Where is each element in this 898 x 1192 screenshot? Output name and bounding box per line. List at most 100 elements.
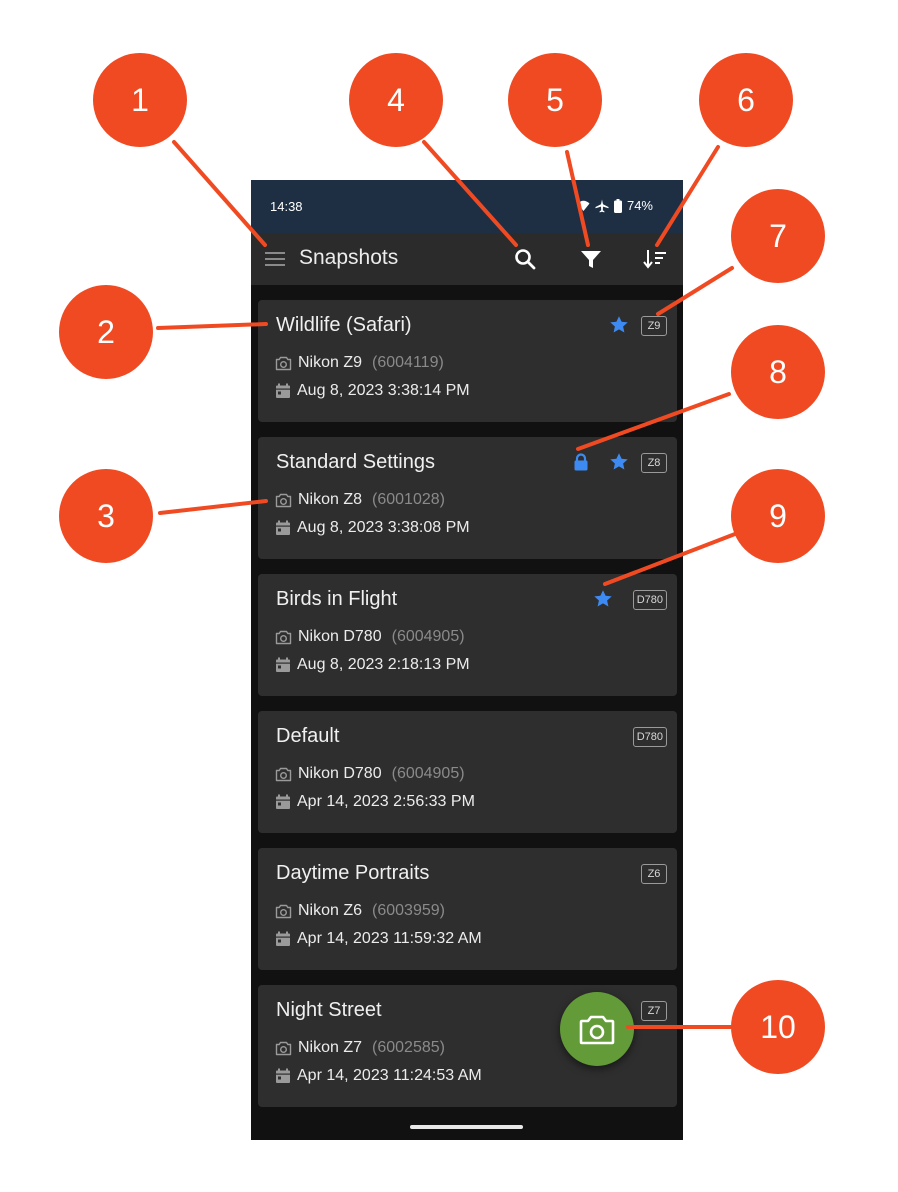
date-row: Apr 14, 2023 11:59:32 AM	[275, 930, 482, 948]
airplane-icon	[595, 199, 609, 212]
filter-icon[interactable]	[578, 246, 604, 272]
calendar-icon	[276, 383, 290, 398]
camera-icon	[275, 493, 292, 507]
callout-9: 9	[731, 469, 825, 563]
camera-icon	[275, 1041, 292, 1055]
callout-8: 8	[731, 325, 825, 419]
gesture-nav-handle[interactable]	[410, 1125, 523, 1129]
snapshot-title: Birds in Flight	[276, 588, 398, 610]
camera-row: Nikon Z9(6004119)	[275, 354, 444, 372]
callout-circle	[59, 285, 153, 379]
callout-line-8	[576, 392, 731, 451]
page-title: Snapshots	[299, 246, 399, 269]
calendar-icon	[276, 931, 290, 946]
camera-icon	[275, 904, 292, 918]
callout-7: 7	[731, 189, 825, 283]
camera-name: Nikon Z8	[298, 491, 363, 508]
callout-line-9	[603, 532, 737, 586]
snapshot-title: Default	[276, 725, 340, 747]
date-row: Aug 8, 2023 3:38:14 PM	[275, 382, 470, 400]
date-row: Apr 14, 2023 11:24:53 AM	[275, 1067, 482, 1085]
date-row: Aug 8, 2023 2:18:13 PM	[275, 656, 470, 674]
camera-serial: (6001028)	[372, 491, 445, 508]
snapshot-title: Wildlife (Safari)	[276, 314, 412, 336]
calendar-icon	[276, 520, 290, 535]
callout-5: 5	[508, 53, 602, 147]
camera-row: Nikon Z8 (6001028)	[275, 491, 445, 509]
snapshot-date: Apr 14, 2023 11:59:32 AM	[297, 930, 482, 947]
callout-line-3	[158, 499, 268, 515]
camera-icon	[275, 630, 292, 644]
callout-number: 7	[769, 218, 787, 254]
camera-serial: (6003959)	[372, 902, 445, 919]
new-snapshot-button[interactable]	[560, 992, 634, 1066]
callout-line-4	[422, 140, 518, 247]
camera-row: Nikon D780 (6004905)	[275, 765, 465, 783]
app-bar: Snapshots	[251, 233, 683, 285]
callout-line-2	[156, 322, 268, 330]
snapshot-title: Daytime Portraits	[276, 862, 430, 884]
callout-circle	[731, 980, 825, 1074]
camera-model-badge: D780	[632, 727, 667, 747]
camera-row: Nikon Z7 (6002585)	[275, 1039, 445, 1057]
snapshot-date: Apr 14, 2023 11:24:53 AM	[297, 1067, 482, 1084]
camera-serial: (6004905)	[391, 765, 465, 782]
callout-number: 8	[769, 354, 787, 390]
phone-screen: 14:38 74% Snapshots Wildlife	[251, 180, 683, 1140]
camera-model-badge: Z8	[641, 453, 667, 473]
snapshot-date: Aug 8, 2023 3:38:08 PM	[297, 519, 470, 536]
snapshot-date: Apr 14, 2023 2:56:33 PM	[297, 793, 475, 810]
search-icon[interactable]	[512, 246, 538, 272]
menu-icon[interactable]	[262, 246, 288, 272]
callout-line-6	[655, 145, 720, 247]
status-time: 14:38	[270, 199, 303, 214]
camera-model-badge: D780	[632, 590, 667, 610]
date-row: Aug 8, 2023 3:38:08 PM	[275, 519, 470, 537]
camera-serial: (6002585)	[372, 1039, 445, 1056]
callout-3: 3	[59, 469, 153, 563]
callout-number: 5	[546, 82, 564, 118]
callout-6: 6	[699, 53, 793, 147]
battery-icon	[613, 198, 622, 213]
callout-circle	[731, 325, 825, 419]
callout-number: 1	[131, 82, 149, 118]
callout-number: 2	[97, 314, 115, 350]
callout-number: 4	[387, 82, 405, 118]
callout-circle	[59, 469, 153, 563]
callout-circle	[731, 189, 825, 283]
callout-number: 9	[769, 498, 787, 534]
camera-name: Nikon D780	[298, 765, 382, 782]
snapshot-title: Night Street	[276, 999, 382, 1021]
callout-line-5	[565, 150, 590, 247]
calendar-icon	[276, 1068, 290, 1083]
camera-row: Nikon Z6 (6003959)	[275, 902, 445, 920]
callout-circle	[349, 53, 443, 147]
star-icon[interactable]	[593, 589, 613, 609]
camera-icon	[275, 356, 292, 370]
callout-circle	[731, 469, 825, 563]
callout-2: 2	[59, 285, 153, 379]
star-icon[interactable]	[609, 452, 629, 472]
camera-row: Nikon D780(6004905)	[275, 628, 465, 646]
sort-icon[interactable]	[642, 246, 668, 272]
camera-name: Nikon Z6	[298, 902, 363, 919]
camera-model-badge: Z6	[641, 864, 667, 884]
camera-icon	[579, 1015, 615, 1045]
lock-icon[interactable]	[571, 452, 591, 472]
callout-line-7	[656, 266, 734, 316]
callout-1: 1	[93, 53, 187, 147]
callout-line-1	[172, 140, 267, 247]
star-icon[interactable]	[609, 315, 629, 335]
camera-model-badge: Z7	[641, 1001, 667, 1021]
camera-icon	[275, 767, 292, 781]
camera-name: Nikon Z7	[298, 1039, 363, 1056]
callout-number: 3	[97, 498, 115, 534]
callout-number: 6	[737, 82, 755, 118]
camera-name: Nikon Z9	[298, 354, 363, 371]
